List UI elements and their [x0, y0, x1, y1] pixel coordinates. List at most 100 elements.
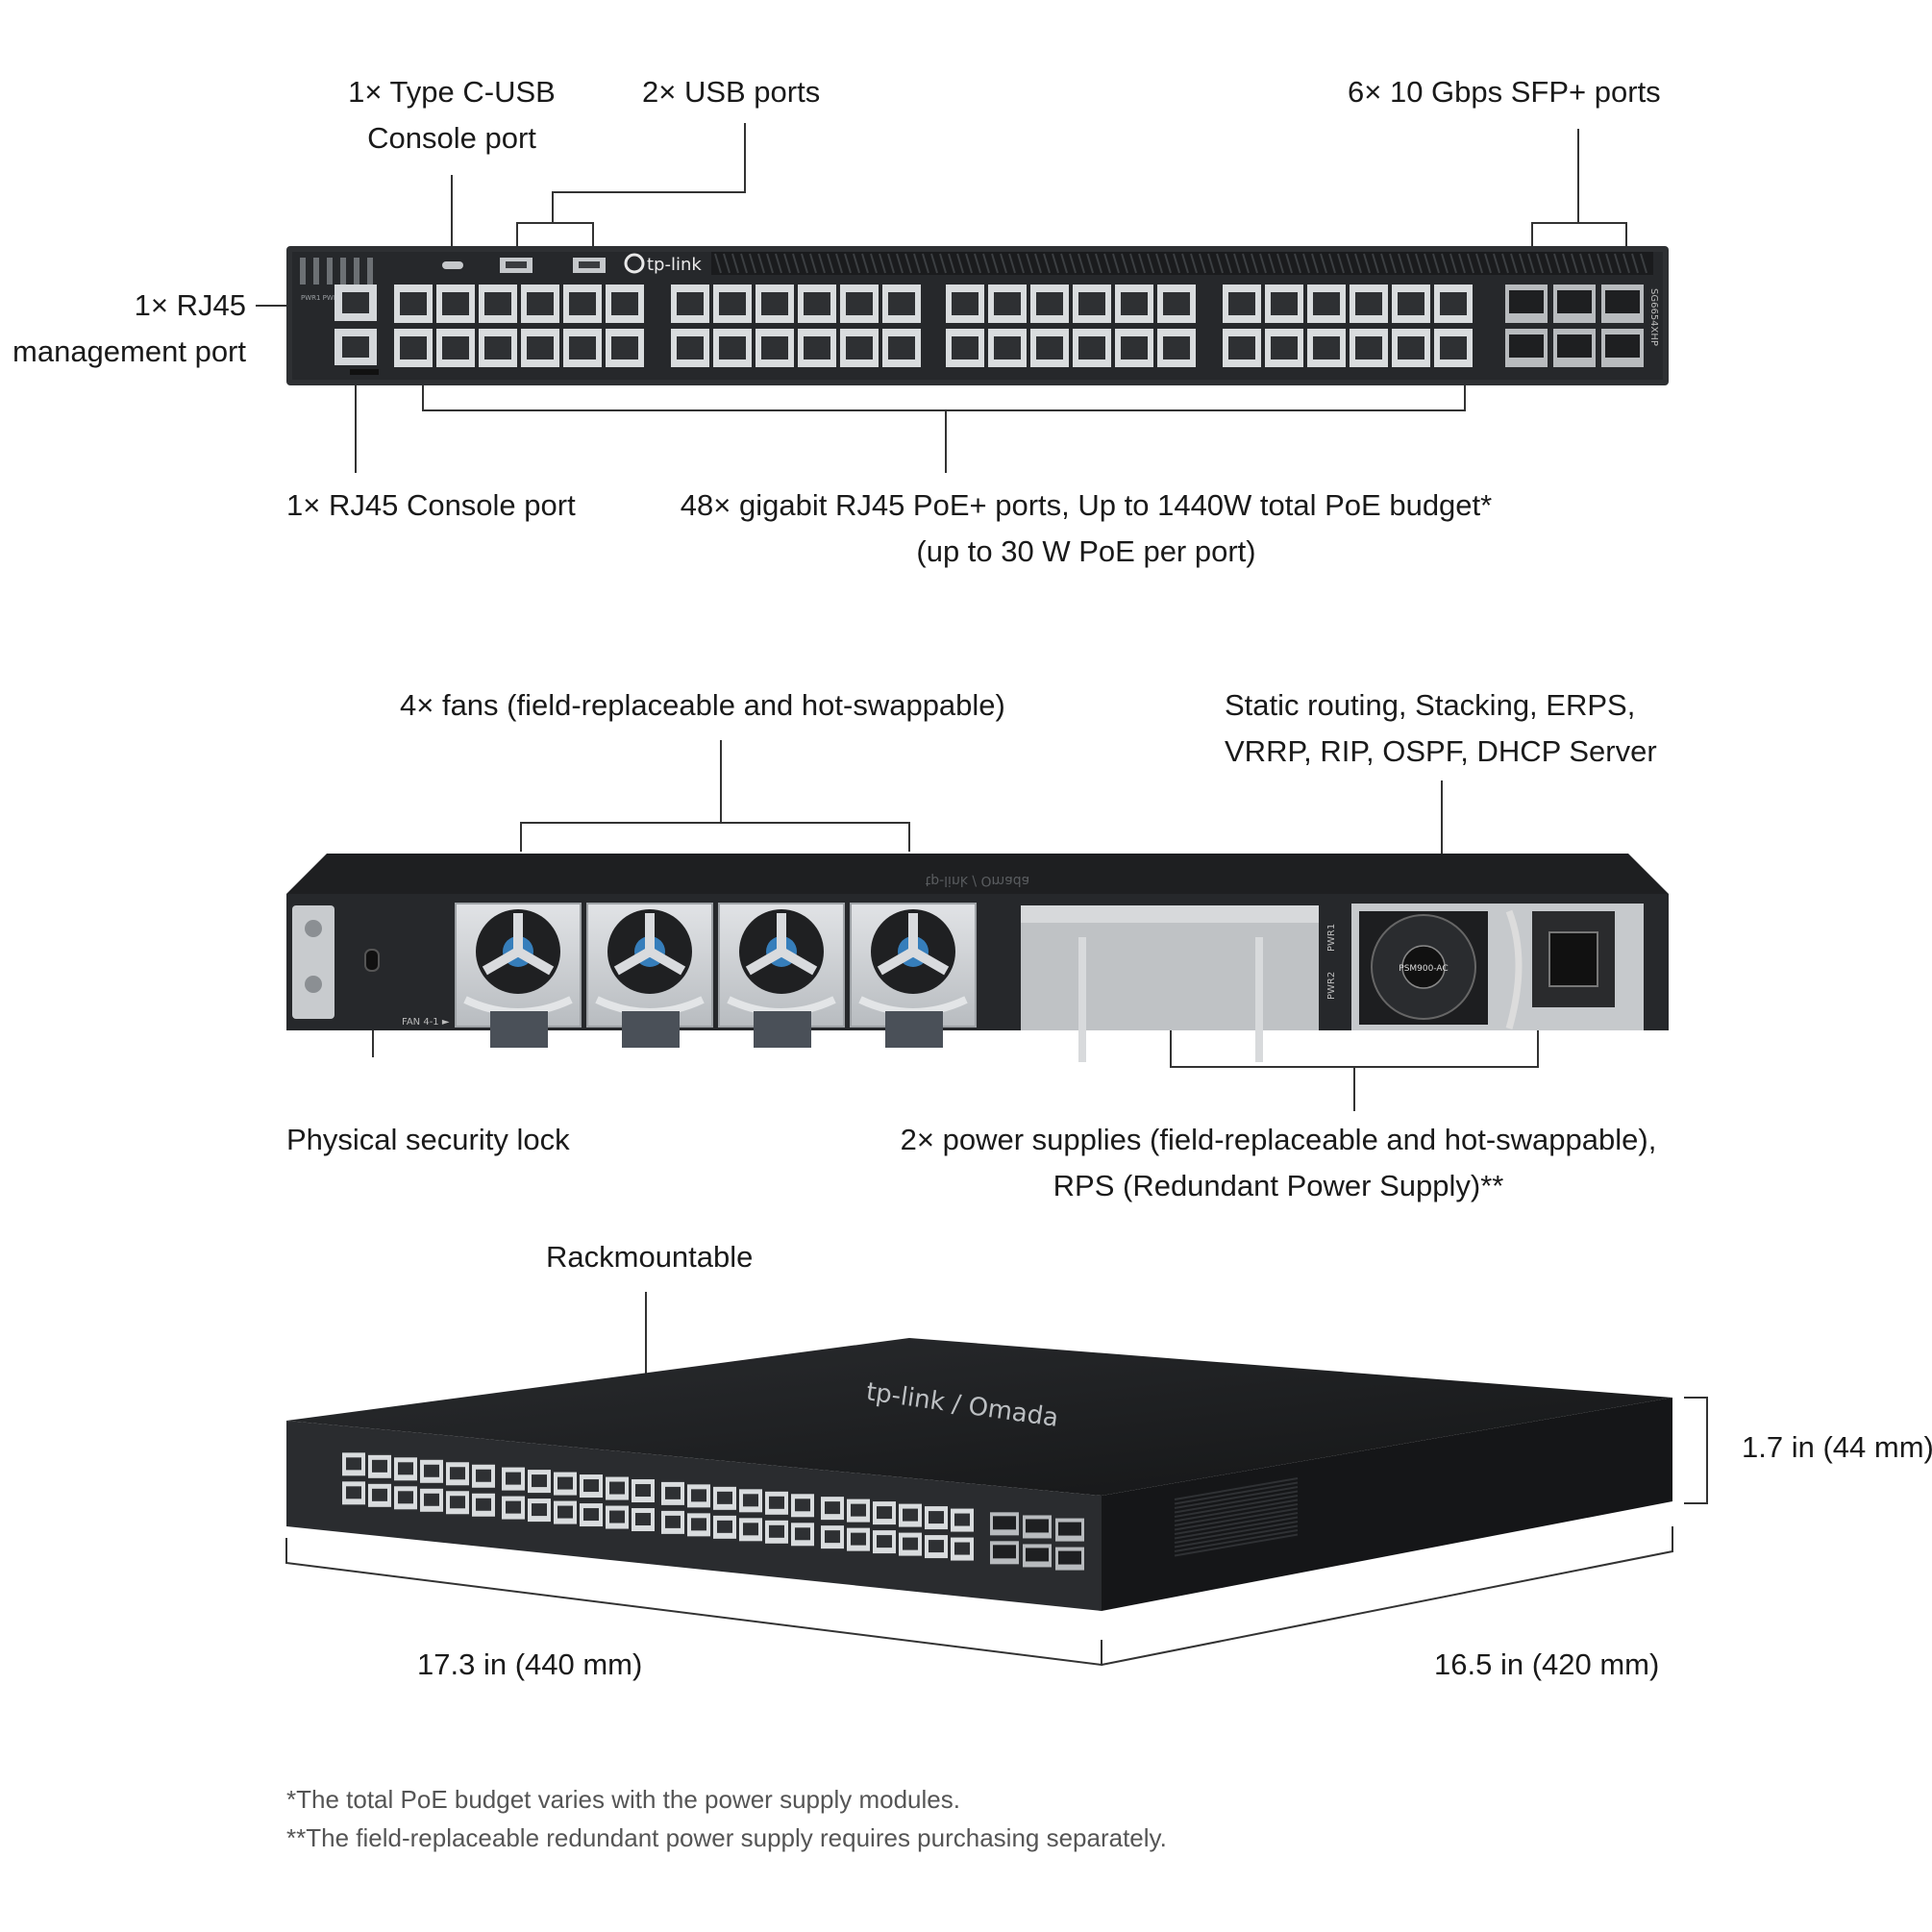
- iso-rj45-hole: [795, 1499, 810, 1512]
- leader-usb-bracket: [516, 222, 594, 252]
- vent-slat: [1225, 253, 1232, 274]
- iso-vent-slat: [1174, 1516, 1299, 1540]
- fan-blade: [613, 947, 653, 976]
- vent-slat: [827, 253, 834, 274]
- leader-poe-bracket: [422, 380, 1466, 411]
- iso-vent-slat: [1174, 1477, 1299, 1500]
- iso-rj45-hole: [398, 1491, 413, 1504]
- rj45-port-hole: [719, 292, 746, 315]
- vent-slat: [904, 253, 912, 274]
- vent-slat: [1363, 253, 1371, 274]
- iso-rj45-hole: [877, 1535, 892, 1548]
- iso-rj45-hole: [954, 1513, 970, 1526]
- vent-slat: [853, 253, 860, 274]
- vent-slat: [1207, 253, 1215, 274]
- vent-slat: [1294, 253, 1301, 274]
- rj45-port-hole: [1078, 292, 1105, 315]
- vent-slat: [1631, 253, 1639, 274]
- vent-slat: [930, 253, 938, 274]
- iso-rj45-hole: [795, 1527, 810, 1541]
- vent-slat: [1519, 253, 1526, 274]
- front-leader-lines: [256, 123, 1627, 473]
- leader-psu-bracket: [1170, 1028, 1539, 1068]
- vent-slat: [1242, 253, 1250, 274]
- iso-sfp-hole: [1026, 1519, 1049, 1533]
- iso-rj45-hole: [450, 1467, 465, 1480]
- callout-sfp-ports: 6× 10 Gbps SFP+ ports: [1348, 75, 1661, 109]
- iso-rj45-hole: [506, 1472, 521, 1485]
- fan-blade: [515, 947, 555, 976]
- vent-slat: [1251, 253, 1258, 274]
- iso-rj45-hole: [665, 1515, 681, 1528]
- vent-slat: [1415, 253, 1423, 274]
- iso-rj45-hole: [717, 1520, 732, 1533]
- rj45-port-hole: [1163, 336, 1190, 359]
- rj45-port-hole: [761, 292, 788, 315]
- vent-slat: [1501, 253, 1509, 274]
- iso-vent-slat: [1174, 1490, 1299, 1514]
- rj45-port-hole: [527, 292, 554, 315]
- iso-top: [286, 1338, 1672, 1496]
- iso-rj45-hole: [743, 1494, 758, 1507]
- vent-slat: [1320, 253, 1327, 274]
- vent-slat: [1640, 253, 1647, 274]
- iso-rj45-hole: [691, 1518, 706, 1531]
- rj45-port-hole: [677, 336, 704, 359]
- rj45-port-hole: [569, 336, 596, 359]
- iso-vent-slat: [1174, 1521, 1299, 1544]
- rj45-port-hole: [400, 292, 427, 315]
- callout-usb-ports: 2× USB ports: [642, 75, 821, 109]
- iso-rj45-hole: [476, 1498, 491, 1511]
- iso-rj45-hole: [609, 1510, 625, 1523]
- iso-rj45-hole: [635, 1513, 651, 1526]
- vent-slat: [1026, 253, 1033, 274]
- rj45-port-hole: [611, 292, 638, 315]
- vent-slat: [1069, 253, 1077, 274]
- vent-slat: [1181, 253, 1189, 274]
- brand-logo-icon: [624, 253, 645, 274]
- iso-rj45-hole: [743, 1523, 758, 1536]
- vent-slat: [757, 253, 765, 274]
- iso-rj45-hole: [476, 1469, 491, 1482]
- vent-slat: [922, 253, 929, 274]
- iso-rj45-hole: [532, 1503, 547, 1517]
- iso-rj45-hole: [929, 1511, 944, 1524]
- vent-slat: [991, 253, 999, 274]
- rj45-port-hole: [1313, 336, 1340, 359]
- vent-slat: [775, 253, 782, 274]
- vent-slat: [1103, 253, 1111, 274]
- vent-slat: [844, 253, 852, 274]
- rear-top-brand: tp-link / Omada: [926, 873, 1030, 888]
- vent-slat: [1398, 253, 1405, 274]
- vent-slat: [1458, 253, 1466, 274]
- sfp-port-grid: [1505, 285, 1644, 367]
- psu-blank-slot: [1021, 905, 1319, 1030]
- iso-rj45-hole: [665, 1486, 681, 1499]
- front-vent-slats: [714, 253, 1647, 274]
- ground-screw-icon-2: [305, 976, 322, 993]
- iso-rj45-hole: [825, 1501, 840, 1515]
- vent-slat: [1268, 253, 1276, 274]
- iso-rj45-hole: [851, 1532, 866, 1546]
- vent-slat: [1588, 253, 1596, 274]
- vent-slat: [1475, 253, 1483, 274]
- iso-front-ports: [342, 1452, 1084, 1571]
- leader-fans-bracket: [520, 822, 910, 852]
- vent-slat: [1302, 253, 1310, 274]
- iso-vent-slat: [1174, 1495, 1299, 1518]
- vent-slat: [1060, 253, 1068, 274]
- vent-slat: [965, 253, 973, 274]
- fan-pull-tab: [622, 1011, 680, 1048]
- vent-slat: [1147, 253, 1154, 274]
- rj45-port-hole: [1121, 292, 1148, 315]
- rj45-port-hole: [1163, 292, 1190, 315]
- rj45-port-hole: [484, 292, 511, 315]
- vent-slat: [783, 253, 791, 274]
- iso-dimension-lines: [285, 1397, 1708, 1667]
- vent-slat: [1077, 253, 1085, 274]
- fan-blade: [647, 947, 686, 976]
- vent-slat: [1372, 253, 1379, 274]
- rj45-port-hole: [442, 292, 469, 315]
- psu-handle: [1505, 909, 1523, 1029]
